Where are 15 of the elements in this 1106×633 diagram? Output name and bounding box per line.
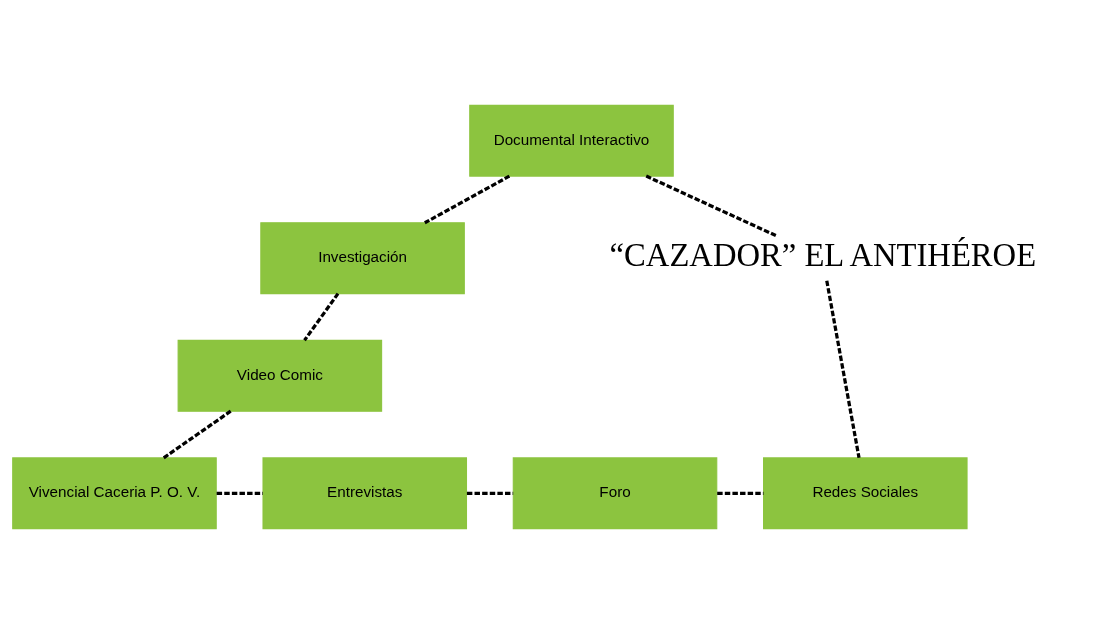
node-box: Video Comic	[177, 339, 383, 412]
connector	[424, 174, 511, 224]
node-box: Redes Sociales	[763, 456, 968, 529]
connector	[162, 409, 232, 459]
node-box: Entrevistas	[262, 456, 468, 529]
connector	[825, 280, 861, 458]
node-box: Foro	[512, 456, 718, 529]
node-box: Investigación	[260, 221, 465, 294]
node-box: Vivencial Caceria P. O. V.	[12, 456, 217, 529]
connector	[303, 292, 340, 341]
node-box: Documental Interactivo	[469, 104, 674, 177]
connector	[216, 491, 263, 495]
connector	[645, 174, 778, 237]
connector	[717, 491, 764, 495]
node-text: “CAZADOR” EL ANTIHÉROE	[609, 236, 1037, 273]
